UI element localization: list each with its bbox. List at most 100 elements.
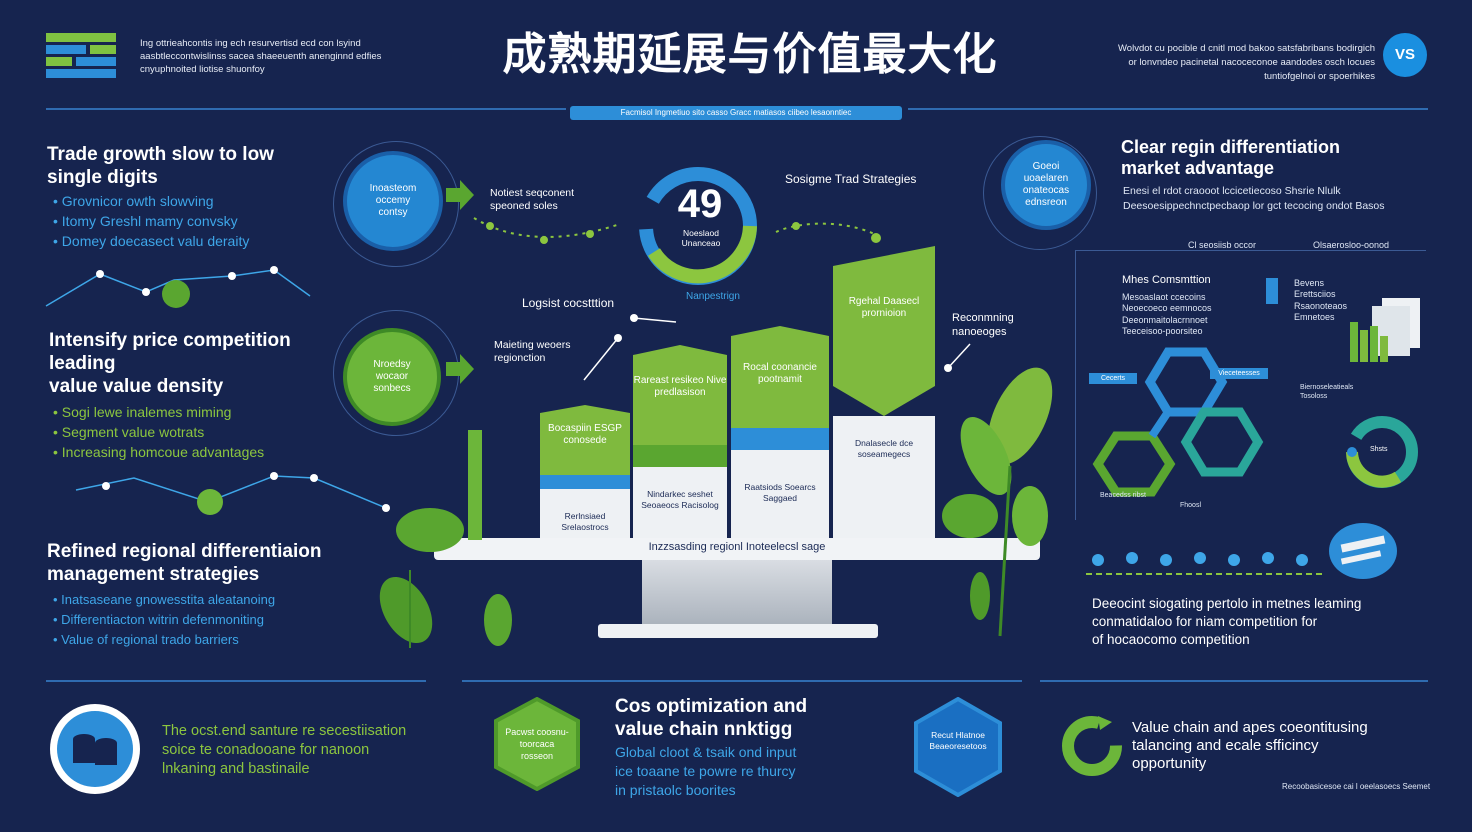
hexagon-badge-label: Recut Hlatnoe Beaeoresetoos <box>929 730 987 751</box>
right-bottom-text: Deeocint siogating pertolo in metnes lea… <box>1092 595 1432 649</box>
dotted-connector-right <box>775 222 883 243</box>
monitor-foot <box>598 624 878 638</box>
circle-node-right: Goeoi uoaelaren onateocas ednsreon <box>1001 140 1091 230</box>
bar-1: Bocaspiin ESGP conosede Rerlnsiaed Srela… <box>540 405 630 538</box>
circle-outline <box>333 141 459 267</box>
bottom-line: Global cloot & tsaik ond input <box>615 744 797 760</box>
right-bottom-line: Deeocint siogating pertolo in metnes lea… <box>1092 596 1362 611</box>
vs-badge: VS <box>1383 33 1427 77</box>
column-header-b: Olsaerosloo-oonod <box>1313 240 1390 250</box>
competition-row: Teeceisoo-poorsiteo <box>1122 325 1203 336</box>
node-label-notiest: Notiest seqconent speoned soles <box>490 187 575 212</box>
side-list-item: Bevens <box>1294 278 1325 288</box>
section-title-line2: management strategies <box>47 564 260 585</box>
bullet-item: Sogi lewe inalemes miming <box>53 402 349 422</box>
brand-logo <box>46 33 116 78</box>
bar-top-label: Rareast resikeo Nive predlasison <box>633 375 727 398</box>
bar-bottom-label: Nindarkec seshet Seoaeocs Racisolog <box>641 489 719 510</box>
hex-note: Fhoosl <box>1180 502 1202 509</box>
competition-row: Neoecoeco eemnocos <box>1122 303 1212 314</box>
competition-row: Deeonmaitolacrnnoet <box>1122 314 1208 325</box>
footer-divider <box>1040 680 1428 682</box>
bar-bottom-label: Dnalasecle dce soseamegecs <box>854 438 914 459</box>
header-description-left: Ing ottrieahcontis ing ech resurvertisd … <box>140 38 382 75</box>
monitor-base-label: Inzzsasding regionl Inoteelecsl sage <box>648 541 826 553</box>
bar-top-label: Rocal coonancie pootnamit <box>743 362 817 385</box>
section-title: Refined regional differentiaion <box>47 541 322 562</box>
circle-node-label: Nroedsy wocaor sonbecs <box>373 359 411 394</box>
bottom-line: soice te conadooane for nanoon <box>162 742 370 758</box>
cycle-ring-icon <box>1062 716 1122 776</box>
monitor-stand <box>642 560 832 626</box>
section-title: Trade growth slow to low <box>47 144 274 165</box>
document-stack-icon <box>1350 298 1420 362</box>
hex-tag: Cecerts <box>1089 373 1137 384</box>
competition-row: Mesoaslaot ccecoins <box>1122 292 1206 302</box>
mini-bar <box>1266 278 1278 304</box>
circle-outline <box>983 136 1097 250</box>
right-description: Enesi el rdot craooot lccicetiecoso Shsr… <box>1123 185 1385 212</box>
node-label-marketing: Maieting weoers regionction <box>494 339 571 364</box>
section-title: Intensify price competition <box>49 330 291 351</box>
bottom-title-line2: value chain nnktigg <box>615 719 793 740</box>
bottom-block-1: The ocst.end santure re secestiisation s… <box>162 722 462 779</box>
side-list-item: Rsaonoteaos <box>1294 300 1348 311</box>
donut-ring-icon <box>1346 416 1418 488</box>
arrow-right-icon <box>446 354 474 384</box>
bottom-block-3: Value chain and apes coeontitusing talan… <box>1132 719 1432 773</box>
right-bottom-line: conmatidaloo for niam competition for <box>1092 614 1318 629</box>
ring-caption: Nanpestrign <box>686 291 740 302</box>
circle-node-label: Inoasteom occemy contsy <box>369 183 417 218</box>
bullet-item: Value of regional trado barriers <box>53 630 377 650</box>
right-divider <box>1075 250 1076 520</box>
arrow-right-icon <box>446 180 474 210</box>
bottom-line: talancing and ecale sfficincy <box>1132 737 1319 754</box>
bullet-item: Differentiacton witrin defenmoniting <box>53 610 377 630</box>
hex-tag: Vieceteesses <box>1210 368 1268 379</box>
strategies-label: Sosigme Trad Strategies <box>785 172 917 186</box>
bottom-block-2: Cos optimization and value chain nnktigg… <box>615 695 905 800</box>
hexagon-badge-label: Pacwst coosnu- toorcaca rosseon <box>505 727 569 761</box>
right-bottom-line: of hocaocomo competition <box>1092 632 1250 647</box>
header-description-right: Wolvdot cu pocible d cnitl mod bakoo sat… <box>1118 43 1375 82</box>
competition-title: Mhes Comsmttion <box>1122 274 1211 286</box>
hex-note: Biernoseleatieals Tosoloss <box>1300 384 1354 400</box>
bottom-title-line1: Cos optimization and <box>615 696 808 717</box>
circle-node-label: Goeoi uoaelaren onateocas ednsreon <box>1022 161 1070 208</box>
section-title-line2: single digits <box>47 167 158 188</box>
footer-note: Recoobasicesoe cai l oeelasoecs Seemet <box>1282 782 1431 791</box>
globe-icon <box>1329 523 1397 579</box>
subtitle-pill: Facmisol Ingmetiuo sito casso Gracc mati… <box>570 106 902 120</box>
bottom-line: ice toaane te powre re thurcy <box>615 763 796 779</box>
competition-list: Mesoaslaot ccecoins Neoecoeco eemnocos D… <box>1122 292 1212 337</box>
bar-2: Rareast resikeo Nive predlasison Nindark… <box>633 345 727 538</box>
bullet-item: Grovnicor owth slowving <box>53 191 347 211</box>
table-rule <box>1076 250 1426 251</box>
bottom-line: in pristaolc boorites <box>615 782 736 798</box>
bullet-item: Inatsaseane gnowesstita aleatanoing <box>53 590 377 610</box>
plant-left-icon <box>379 430 512 648</box>
footer-divider <box>46 680 426 682</box>
hex-note: Beacedss ribst <box>1100 492 1146 499</box>
page-title: 成熟期延展与价值最大化 <box>502 30 998 79</box>
hexagon-badge-blue <box>914 697 1002 797</box>
side-list-item: Emnetoes <box>1294 311 1335 322</box>
big-number: 49 <box>677 182 723 226</box>
bullet-item: Itomy Greshl mamy convsky <box>53 211 347 231</box>
monitor-bezel <box>434 538 1040 560</box>
section-title-line2: leading <box>49 353 116 374</box>
bullet-item: Increasing homcoue advantages <box>53 442 349 462</box>
bar-top-label: Rgehal Daasecl prornioion <box>848 296 920 319</box>
hexagon-badge-green <box>494 697 580 791</box>
column-header-a: Cl seosiisb occor <box>1188 240 1257 250</box>
dotted-connector-left <box>473 217 621 244</box>
bar-top-label: Bocaspiin ESGP conosede <box>548 423 622 446</box>
trend-line-2 <box>75 472 390 515</box>
plant-right-icon <box>942 367 1053 637</box>
hexagon-chain-icon <box>1092 347 1264 497</box>
footer-divider <box>462 680 1022 682</box>
pointer-lines <box>583 314 677 381</box>
donut-label: Shsts <box>1370 446 1388 453</box>
side-list-item: Erettsciios <box>1294 289 1336 300</box>
database-icon <box>50 704 140 794</box>
